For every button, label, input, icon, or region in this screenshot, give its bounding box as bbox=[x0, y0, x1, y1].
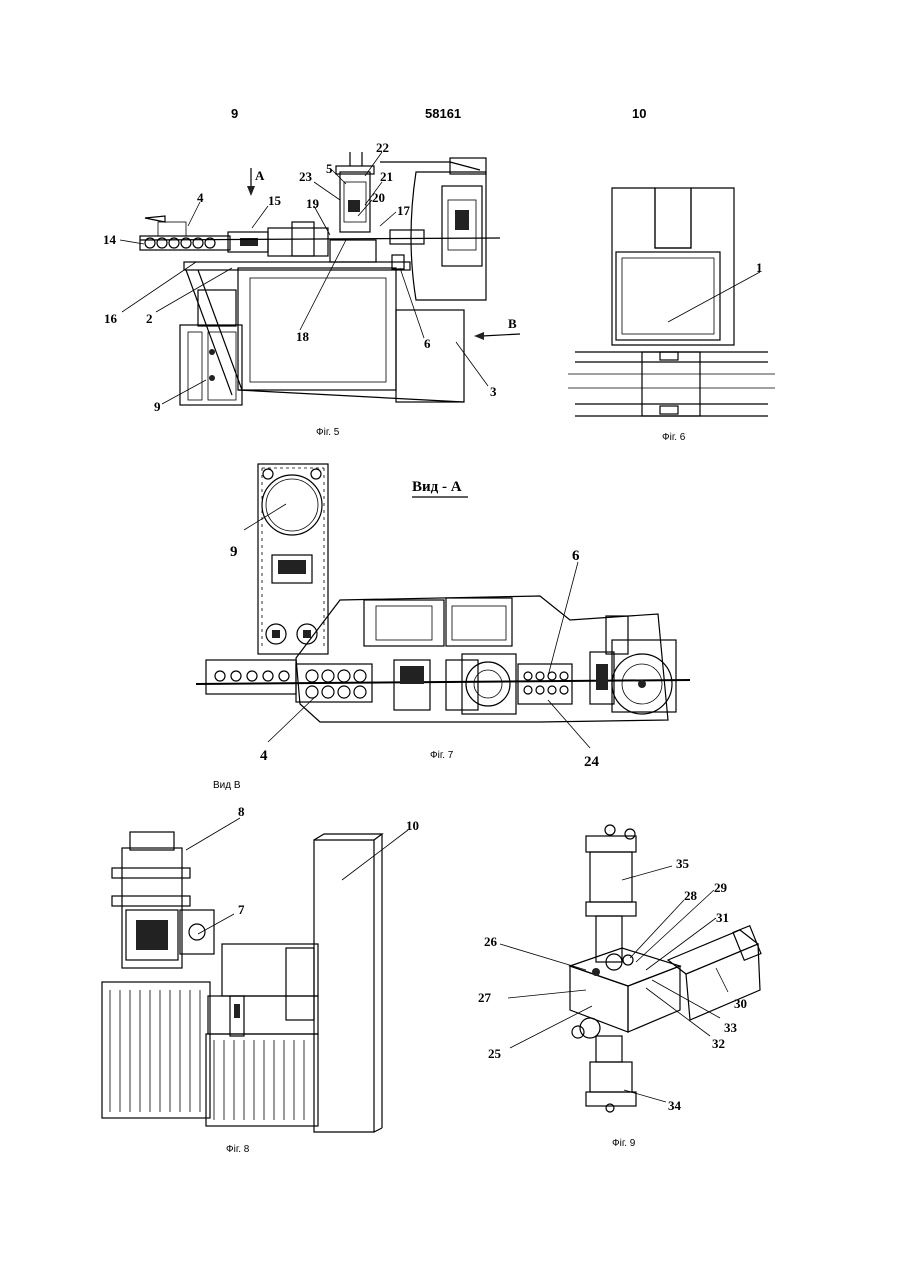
fig5-label-21: 21 bbox=[380, 169, 393, 184]
fig9-caption: Фіг. 9 bbox=[612, 1138, 636, 1149]
fig5-label-18: 18 bbox=[296, 329, 310, 344]
fig7-title: Вид - А bbox=[412, 479, 462, 495]
fig5-label-22: 22 bbox=[376, 140, 389, 155]
fig9-label-29: 29 bbox=[714, 880, 728, 895]
fig9-label-32: 32 bbox=[712, 1036, 725, 1051]
fig5-label-2: 2 bbox=[146, 311, 153, 326]
fig5-label-15: 15 bbox=[268, 193, 282, 208]
fig7-label-6: 6 bbox=[572, 548, 580, 564]
fig8-label-7: 7 bbox=[238, 902, 245, 917]
fig9-label-35: 35 bbox=[676, 856, 690, 871]
fig9-label-25: 25 bbox=[488, 1046, 502, 1061]
fig5-arrow-b: B bbox=[508, 316, 517, 331]
fig5-label-5: 5 bbox=[326, 161, 333, 176]
fig5-label-16: 16 bbox=[104, 311, 118, 326]
fig6-label-1: 1 bbox=[756, 260, 763, 275]
fig7-label-9: 9 bbox=[230, 544, 238, 560]
fig9-label-33: 33 bbox=[724, 1020, 738, 1035]
fig6-drawing bbox=[568, 188, 775, 416]
fig7-caption: Фіг. 7 bbox=[430, 750, 454, 761]
fig9-label-34: 34 bbox=[668, 1098, 682, 1113]
fig6-caption: Фіг. 6 bbox=[662, 432, 686, 443]
fig9-label-31: 31 bbox=[716, 910, 729, 925]
fig5-label-17: 17 bbox=[397, 203, 411, 218]
fig5-label-4: 4 bbox=[197, 190, 204, 205]
fig5-label-23: 23 bbox=[299, 169, 313, 184]
fig8-label-8: 8 bbox=[238, 804, 245, 819]
fig9-label-28: 28 bbox=[684, 888, 698, 903]
fig7-drawing bbox=[196, 464, 690, 748]
fig5-label-3: 3 bbox=[490, 384, 497, 399]
fig5-label-14: 14 bbox=[103, 232, 117, 247]
fig5-label-19: 19 bbox=[306, 196, 320, 211]
fig5-label-6: 6 bbox=[424, 336, 431, 351]
fig5-arrow-a: A bbox=[255, 168, 265, 183]
fig8-label-10: 10 bbox=[406, 818, 419, 833]
fig9-label-27: 27 bbox=[478, 990, 492, 1005]
fig9-label-26: 26 bbox=[484, 934, 498, 949]
fig5-label-9: 9 bbox=[154, 399, 161, 414]
fig7-label-24: 24 bbox=[584, 754, 600, 770]
fig9-label-30: 30 bbox=[734, 996, 747, 1011]
fig9-drawing bbox=[500, 825, 761, 1112]
fig5-drawing bbox=[120, 152, 520, 405]
fig5-caption: Фіг. 5 bbox=[316, 427, 340, 438]
fig8-drawing bbox=[102, 818, 408, 1132]
fig7-label-4: 4 bbox=[260, 748, 268, 764]
fig8-caption: Фіг. 8 bbox=[226, 1144, 250, 1155]
fig8-view-title: Вид B bbox=[213, 780, 241, 791]
fig5-label-20: 20 bbox=[372, 190, 385, 205]
